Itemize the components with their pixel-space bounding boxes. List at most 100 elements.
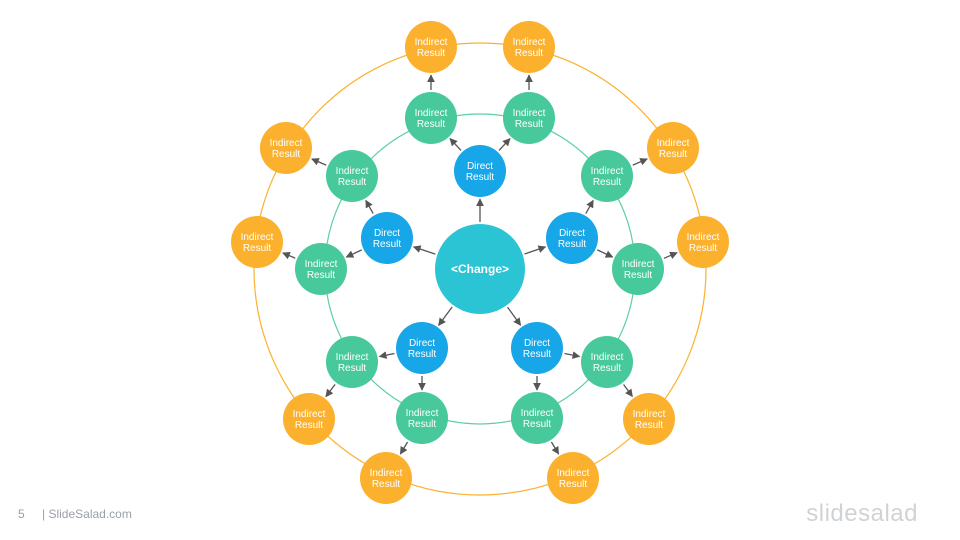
node-label: Result: [515, 48, 544, 59]
outer-ring: [253, 42, 707, 496]
slidesalad-logo: slidesalad: [806, 500, 918, 527]
node-label: Indirect: [241, 232, 274, 243]
node-circle: [612, 243, 664, 295]
node-circle: [396, 322, 448, 374]
connector-arrow: [585, 199, 594, 214]
node-label: Indirect: [657, 138, 690, 149]
node-label: Indirect: [622, 259, 655, 270]
connector-arrow: [282, 252, 296, 260]
node-label: Indirect: [557, 468, 590, 479]
node-label: Result: [635, 420, 664, 431]
node-circle: [435, 224, 525, 314]
node-circle: [326, 336, 378, 388]
node-label: Result: [272, 149, 301, 160]
connector-arrow: [632, 158, 648, 166]
node-circle: [396, 392, 448, 444]
node-circle: [405, 21, 457, 73]
connector-arrow: [597, 249, 614, 258]
node-circle: [326, 150, 378, 202]
node-circle: [295, 243, 347, 295]
node-label: Direct: [524, 338, 550, 349]
node-label: Indirect: [305, 259, 338, 270]
connector-arrow: [449, 138, 462, 151]
connector-arrow: [506, 306, 522, 326]
node-circle: [260, 122, 312, 174]
connector-arrow: [498, 138, 511, 151]
node-label: Result: [338, 177, 367, 188]
node-circle: [511, 392, 563, 444]
node-label: Direct: [467, 161, 493, 172]
node-label: Result: [624, 270, 653, 281]
node-label: Result: [372, 479, 401, 490]
node-circle: [454, 145, 506, 197]
node-label: Indirect: [370, 468, 403, 479]
node-label: Indirect: [415, 108, 448, 119]
node-label: Result: [523, 349, 552, 360]
node-label: Result: [593, 363, 622, 374]
connector-arrow: [412, 245, 436, 255]
connector-arrow: [311, 158, 327, 166]
node-circle: [283, 393, 335, 445]
node-label: Result: [307, 270, 336, 281]
connector-arrow: [550, 441, 560, 455]
node-label: Indirect: [406, 408, 439, 419]
change-node: <Change>: [435, 224, 525, 314]
node-label: Indirect: [270, 138, 303, 149]
node-label: Indirect: [513, 108, 546, 119]
node-label: Result: [689, 243, 718, 254]
node-label: Result: [417, 48, 446, 59]
footer-website: | SlideSalad.com: [42, 507, 132, 521]
node-circle: [511, 322, 563, 374]
node-label: Result: [295, 420, 324, 431]
connector-arrow: [663, 251, 678, 260]
node-circle: [547, 452, 599, 504]
node-label: Result: [243, 243, 272, 254]
node-label: Result: [466, 172, 495, 183]
node-circle: [546, 212, 598, 264]
node-circle: [581, 150, 633, 202]
node-circle: [647, 122, 699, 174]
connector-arrow: [378, 351, 395, 359]
node-label: Indirect: [513, 37, 546, 48]
node-label: Indirect: [591, 352, 624, 363]
connector-arrow: [399, 441, 409, 455]
connector-arrow: [365, 199, 374, 214]
node-circle: [677, 216, 729, 268]
node-label: Indirect: [633, 409, 666, 420]
connector-arrow: [325, 384, 336, 398]
node-circle: [361, 212, 413, 264]
connector-arrow: [438, 306, 453, 327]
node-circle: [623, 393, 675, 445]
change-label: <Change>: [451, 262, 509, 276]
node-label: Result: [408, 419, 437, 430]
connector-arrow: [345, 249, 362, 258]
node-circle: [360, 452, 412, 504]
node-label: Result: [659, 149, 688, 160]
node-label: Indirect: [336, 352, 369, 363]
node-circle: [405, 92, 457, 144]
node-label: Result: [558, 239, 587, 250]
node-label: Result: [523, 419, 552, 430]
node-label: Result: [373, 239, 402, 250]
connector-arrow: [564, 351, 581, 359]
node-label: Result: [417, 119, 446, 130]
node-circle: [581, 336, 633, 388]
node-label: Indirect: [336, 166, 369, 177]
